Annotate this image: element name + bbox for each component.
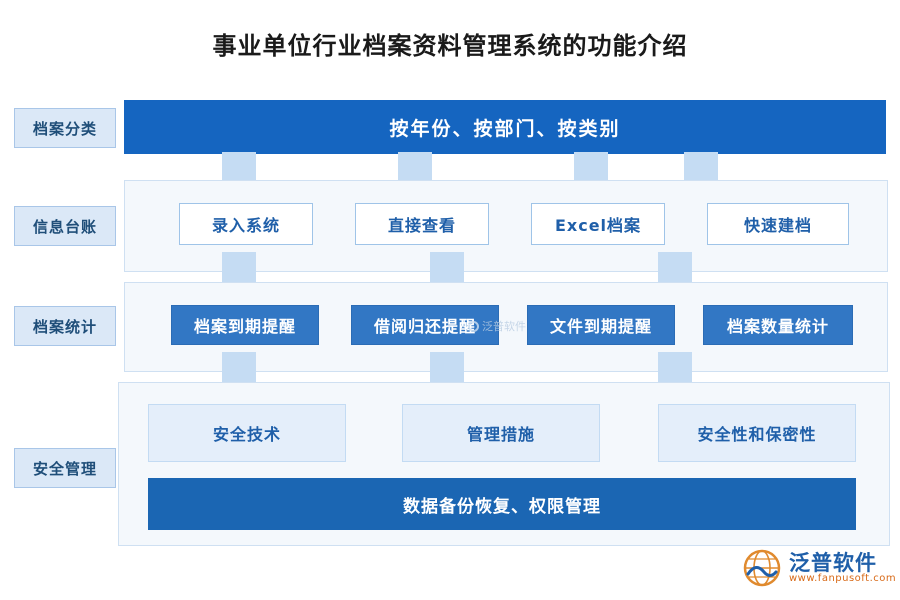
row-label-classification: 档案分类 — [14, 108, 116, 148]
row-label-ledger: 信息台账 — [14, 206, 116, 246]
arrow-up-icon — [574, 152, 608, 182]
box-statistics-3[interactable]: 档案数量统计 — [703, 305, 853, 345]
box-ledger-3[interactable]: 快速建档 — [707, 203, 849, 245]
box-security-wide[interactable]: 数据备份恢复、权限管理 — [148, 478, 856, 530]
box-statistics-0[interactable]: 档案到期提醒 — [171, 305, 319, 345]
arrow-up-icon — [430, 352, 464, 382]
arrow-up-icon — [658, 252, 692, 282]
arrow-up-icon — [430, 252, 464, 282]
box-ledger-1[interactable]: 直接查看 — [355, 203, 489, 245]
box-security-1[interactable]: 管理措施 — [402, 404, 600, 462]
arrow-up-icon — [398, 152, 432, 182]
box-ledger-2[interactable]: Excel档案 — [531, 203, 665, 245]
arrow-up-icon — [222, 352, 256, 382]
page-title: 事业单位行业档案资料管理系统的功能介绍 — [212, 32, 688, 60]
box-security-0[interactable]: 安全技术 — [148, 404, 346, 462]
arrow-up-icon — [658, 352, 692, 382]
brand-logo: 泛普软件 www.fanpusoft.com — [742, 548, 896, 588]
row-label-statistics: 档案统计 — [14, 306, 116, 346]
logo-name-en: www.fanpusoft.com — [789, 572, 897, 584]
arrow-up-icon — [222, 152, 256, 182]
globe-icon — [742, 548, 782, 588]
logo-name-cn: 泛普软件 — [789, 550, 877, 575]
box-ledger-0[interactable]: 录入系统 — [179, 203, 313, 245]
box-security-2[interactable]: 安全性和保密性 — [658, 404, 856, 462]
arrow-up-icon — [684, 152, 718, 182]
row-label-security: 安全管理 — [14, 448, 116, 488]
banner-classification: 按年份、按部门、按类别 — [124, 100, 886, 154]
box-statistics-1[interactable]: 借阅归还提醒 — [351, 305, 499, 345]
arrow-up-icon — [222, 252, 256, 282]
box-statistics-2[interactable]: 文件到期提醒 — [527, 305, 675, 345]
